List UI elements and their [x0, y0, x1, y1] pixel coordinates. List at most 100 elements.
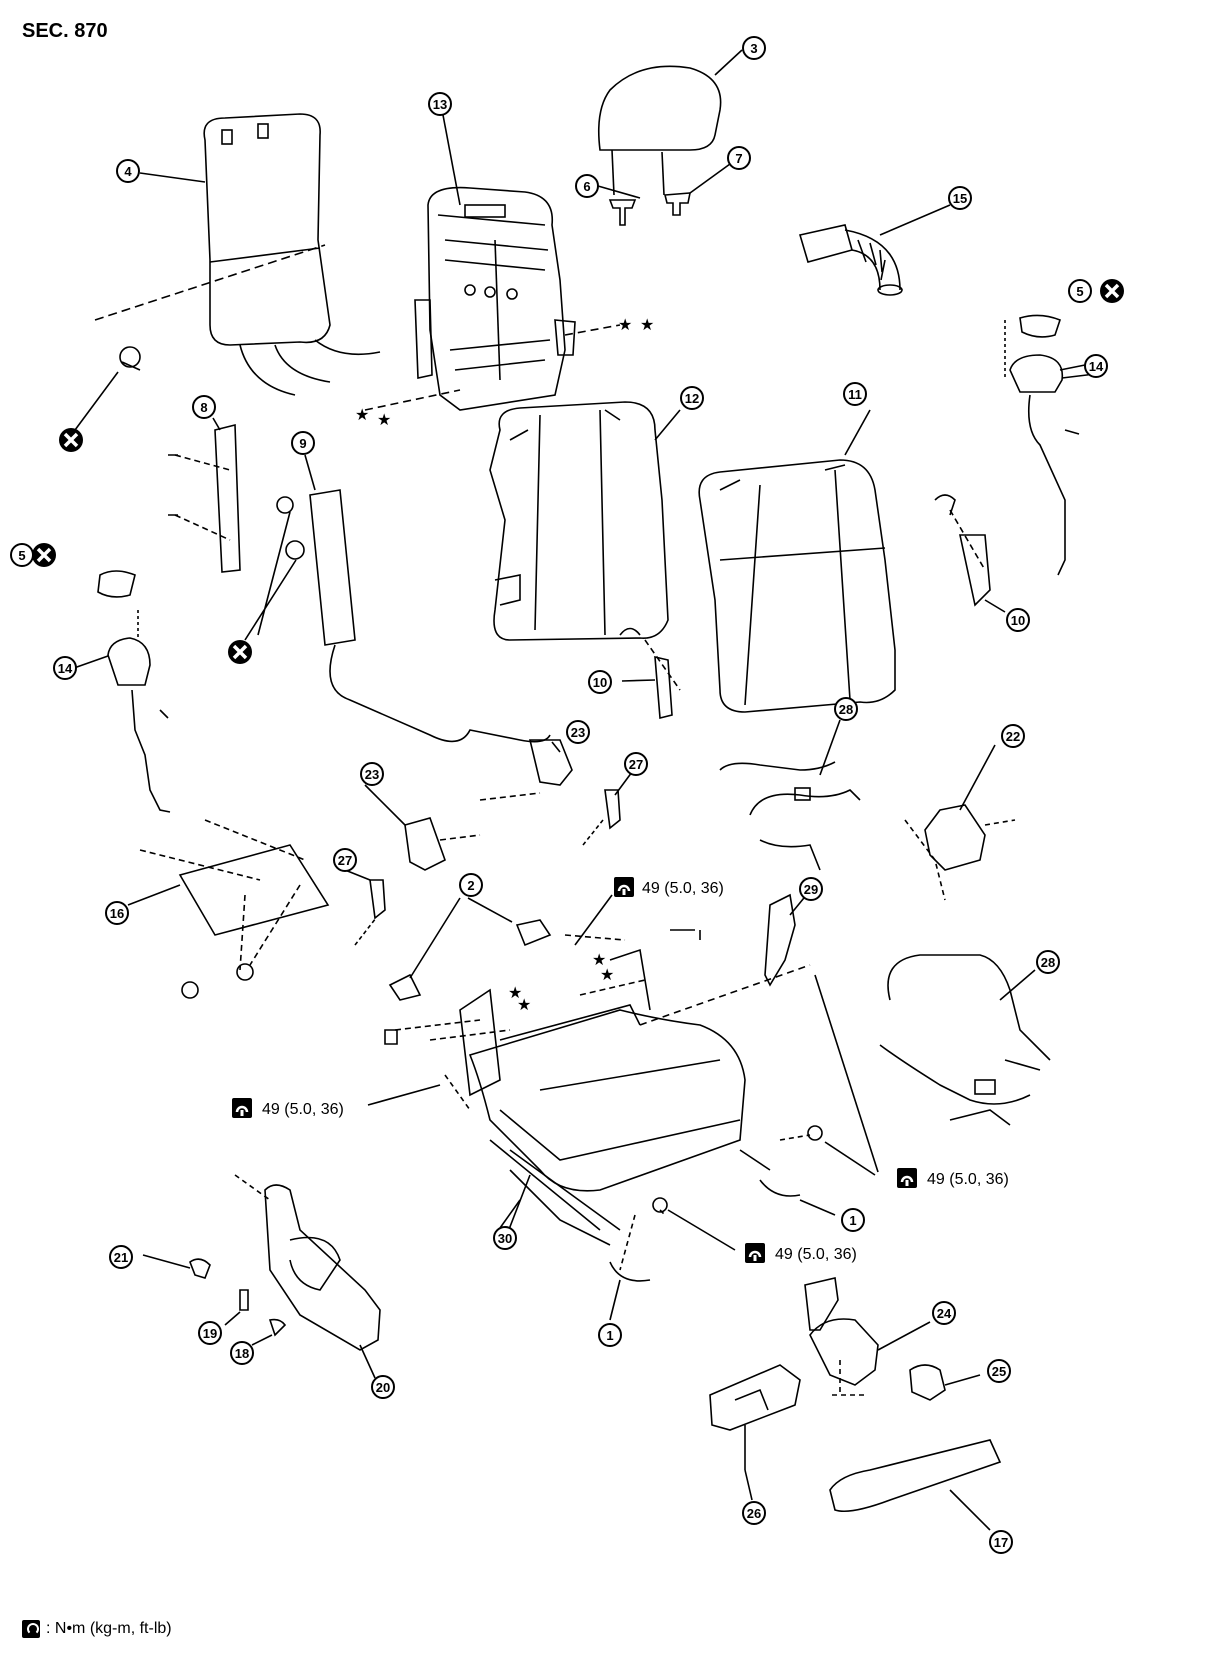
seatback-trim-inner	[489, 401, 681, 641]
callout-number: 3	[750, 41, 757, 56]
torque-wrench-icon	[743, 1241, 767, 1265]
callout-circle	[727, 146, 751, 170]
callout-number: 11	[848, 387, 862, 402]
callout-circle	[843, 382, 867, 406]
callout-number: 19	[203, 1326, 217, 1341]
part-drawings	[73, 49, 1096, 1531]
callout-number: 20	[376, 1380, 390, 1395]
svg-text:★: ★	[517, 997, 531, 1014]
callout-circle	[742, 36, 766, 60]
callout-circle	[987, 1359, 1011, 1383]
svg-text:★: ★	[640, 317, 654, 334]
callout-circle	[948, 186, 972, 210]
svg-text:★: ★	[508, 985, 522, 1002]
callout-number: 25	[992, 1364, 1006, 1379]
callout-circle	[333, 848, 357, 872]
callout-number: 27	[629, 757, 643, 772]
callout-circle	[105, 901, 129, 925]
callout-number: 29	[804, 882, 818, 897]
callout-number: 8	[200, 400, 207, 415]
callout-circle	[493, 1226, 517, 1250]
torque-labels: 49 (5.0, 36) 49 (5.0, 36) 49 (5.0, 36) 4…	[262, 880, 1009, 1263]
callout-circle	[742, 1501, 766, 1525]
callout-number: 10	[1011, 613, 1025, 628]
callout-number: 27	[338, 853, 352, 868]
callout-circle	[1068, 279, 1092, 303]
callout-circle	[1036, 950, 1060, 974]
callout-number: 5	[18, 548, 25, 563]
callout-number: 1	[606, 1328, 613, 1343]
no-reuse-x-icon	[57, 426, 85, 454]
callout-circle	[598, 1323, 622, 1347]
callout-number: 1	[849, 1213, 856, 1228]
legend-text: : N•m (kg-m, ft-lb)	[46, 1620, 172, 1637]
torque-label: 49 (5.0, 36)	[642, 880, 724, 897]
no-reuse-x-icon	[30, 541, 58, 569]
callout-number: 12	[685, 391, 699, 406]
callout-circle	[588, 670, 612, 694]
callout-circle	[53, 656, 77, 680]
callout-circle	[989, 1530, 1013, 1554]
legend: : N•m (kg-m, ft-lb)	[22, 1620, 172, 1638]
callout-number: 4	[124, 164, 132, 179]
callout-circle	[566, 720, 590, 744]
callout-number: 14	[1089, 359, 1104, 374]
seatback-trim	[698, 409, 896, 713]
callout-number: 28	[839, 702, 853, 717]
torque-wrench-icon	[612, 875, 636, 899]
callout-circle	[1084, 354, 1108, 378]
headrest	[597, 49, 743, 196]
callout-number: 5	[1076, 284, 1083, 299]
callout-circle	[575, 174, 599, 198]
torque-wrench-icon	[895, 1166, 919, 1190]
callout-number: 10	[593, 675, 607, 690]
callout-circle	[624, 752, 648, 776]
callout-circle	[360, 762, 384, 786]
callout-number: 30	[498, 1231, 512, 1246]
torque-label: 49 (5.0, 36)	[775, 1246, 857, 1263]
callout-circle	[799, 877, 823, 901]
callout-circle	[680, 386, 704, 410]
callout-circle	[230, 1341, 254, 1365]
svg-text:★: ★	[618, 317, 632, 334]
callout-number: 22	[1006, 729, 1020, 744]
seat-cushion	[459, 948, 771, 1246]
svg-text:★: ★	[355, 407, 369, 424]
callout-circle	[459, 873, 483, 897]
callout-number: 15	[953, 191, 967, 206]
callout-circle	[10, 543, 34, 567]
callout-number: 17	[994, 1535, 1008, 1550]
callout-number: 9	[299, 436, 306, 451]
torque-wrench-icon	[22, 1620, 40, 1638]
callout-number: 2	[467, 878, 474, 893]
callout-number: 26	[747, 1506, 761, 1521]
callout-circle	[834, 697, 858, 721]
callout-number: 18	[235, 1346, 249, 1361]
callout-circle	[932, 1301, 956, 1325]
callout-circle	[371, 1375, 395, 1399]
callout-circle	[1006, 608, 1030, 632]
seatback-frame	[414, 186, 576, 411]
seatback-rear-board	[203, 113, 381, 396]
callout-number: 24	[937, 1306, 952, 1321]
no-reuse-x-icon	[226, 638, 254, 666]
callout-circle	[841, 1208, 865, 1232]
callout-number: 21	[114, 1250, 128, 1265]
callout-number: 6	[583, 179, 590, 194]
callout-number: 28	[1041, 955, 1055, 970]
callout-circle	[116, 159, 140, 183]
callout-circle	[192, 395, 216, 419]
callout-number: 7	[735, 151, 742, 166]
callout-circle	[109, 1245, 133, 1269]
air-duct	[798, 204, 951, 296]
no-reuse-x-icon	[1098, 277, 1126, 305]
callout-number: 14	[58, 661, 73, 676]
callout-circle	[291, 431, 315, 455]
callout-number: 23	[365, 767, 379, 782]
svg-text:★: ★	[377, 412, 391, 429]
callout-number: 23	[571, 725, 585, 740]
callout-number: 16	[110, 906, 124, 921]
star-markers: ★★ ★★ ★★ ★★	[355, 317, 654, 1014]
